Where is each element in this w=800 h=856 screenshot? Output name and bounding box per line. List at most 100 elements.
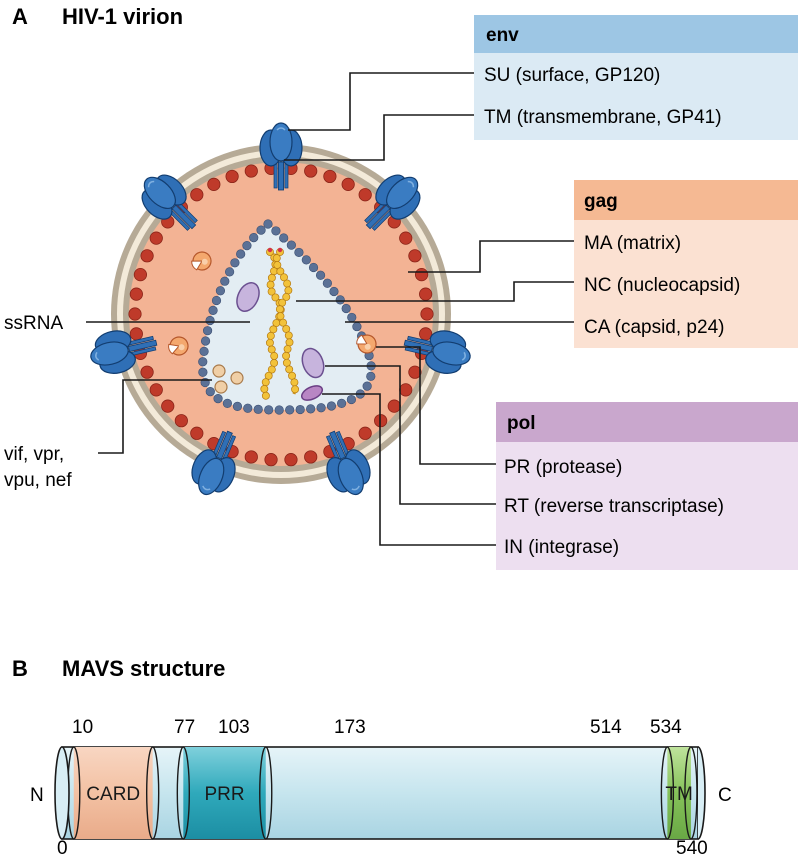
capsid-bead (295, 404, 305, 415)
pol-box: pol PR (protease) RT (reverse transcript… (496, 402, 798, 570)
accessory-proteins (212, 364, 244, 394)
capsid-bead (213, 394, 223, 404)
capsid-bead (337, 398, 347, 408)
rna-nucleotide (261, 391, 270, 400)
rna-nucleotide (265, 338, 274, 347)
matrix-bead (358, 426, 372, 440)
capsid-bead (222, 398, 232, 408)
mavs-c-cap (697, 746, 706, 840)
domain-label-prr: PRR (204, 784, 244, 805)
pol-item-in: IN (integrase) (504, 537, 619, 558)
pol-item-pr: PR (protease) (504, 457, 622, 478)
matrix-bead (244, 450, 258, 464)
matrix-bead (190, 426, 204, 440)
virion (85, 122, 476, 503)
rna-nucleotide (267, 345, 276, 354)
matrix-bead (140, 365, 154, 379)
matrix-bead (420, 307, 434, 321)
panel-b-letter: B (12, 656, 28, 681)
matrix-bead (174, 414, 188, 428)
position-103: 103 (218, 717, 250, 738)
matrix-bead (341, 177, 355, 191)
domain-boundary (684, 746, 698, 840)
reverse-transcriptase-inside-icon (236, 282, 260, 312)
capsid-bead (362, 381, 372, 391)
env-box-header (474, 15, 798, 53)
rna-nucleotide (291, 385, 300, 394)
capsid-bead (200, 336, 211, 346)
rna-nucleotide (282, 293, 291, 301)
matrix-bead (304, 450, 318, 464)
capsid-bead (242, 241, 252, 251)
env-item-tm: TM (transmembrane, GP41) (484, 107, 722, 128)
rna-nucleotide (275, 305, 284, 314)
matrix-bead (149, 383, 163, 397)
capsid-bead (322, 278, 332, 288)
rna-nucleotide (267, 273, 276, 282)
domain-boundary (660, 746, 675, 840)
reverse-transcriptase-icon (301, 347, 325, 379)
matrix-bead (414, 268, 429, 282)
domain-boundary (176, 746, 191, 840)
capsid-bead (205, 386, 215, 397)
rna-nucleotide (284, 331, 293, 340)
matrix-bead (207, 177, 221, 191)
gag-box: gag MA (matrix) NC (nucleocapsid) CA (ca… (574, 180, 798, 348)
capsid-bead (341, 303, 351, 314)
position-77: 77 (174, 717, 195, 738)
capsid-bead (308, 262, 319, 273)
pol-box-header (496, 402, 798, 442)
position-0: 0 (57, 838, 68, 856)
capsid-core (202, 224, 372, 410)
domain-boundary (259, 746, 273, 840)
matrix-bead (129, 287, 143, 301)
pol-item-rt: RT (reverse transcriptase) (504, 496, 724, 517)
capsid-bead (346, 394, 356, 405)
rna-nucleotide (260, 385, 269, 393)
capsid-bead (198, 367, 208, 377)
domain-boundary (145, 746, 160, 840)
leader-in (322, 393, 496, 546)
capsid-bead (249, 233, 259, 243)
matrix-bead (133, 268, 148, 282)
capsid-bead (274, 405, 284, 415)
rna-nucleotide (282, 351, 291, 360)
position-10: 10 (72, 717, 93, 738)
capsid-bead (347, 312, 357, 323)
rna-nucleotide (270, 352, 279, 360)
matrix-bead (408, 249, 422, 263)
rna-nucleotide (271, 293, 280, 302)
capsid-bead (215, 286, 226, 296)
integrase-icon (300, 385, 324, 401)
gag-item-nc: NC (nucleocapsid) (584, 275, 740, 296)
capsid-bead (205, 315, 215, 326)
panel-a-title: HIV-1 virion (62, 4, 183, 29)
rna-nucleotide (270, 358, 279, 367)
leader-ma (408, 240, 574, 273)
capsid-bead (208, 305, 218, 316)
mavs-n-cap (54, 746, 70, 840)
gag-item-ca: CA (capsid, p24) (584, 317, 724, 338)
rna-5prime-cap (277, 247, 283, 253)
rna-nucleotide (264, 371, 273, 380)
gag-header-label: gag (584, 191, 618, 212)
rna-nucleotide (290, 378, 299, 387)
capsid-bead (264, 405, 274, 415)
capsid-protein-ring (198, 219, 376, 415)
domain-label-card: CARD (86, 784, 140, 805)
c-terminus-label: C (718, 785, 732, 806)
rna-nucleotide (266, 280, 275, 289)
capsid-bead (315, 270, 326, 280)
capsid-bead (199, 346, 209, 356)
capsid-bead (232, 401, 243, 412)
rna-nucleotide (267, 365, 276, 374)
capsid-bead (352, 321, 362, 332)
rna-nucleotide (272, 254, 281, 263)
rna-nucleotide (285, 338, 294, 347)
rna-nucleotide (273, 261, 282, 269)
position-514: 514 (590, 717, 622, 738)
rna-nucleotide (288, 371, 296, 380)
capsid-bead (294, 247, 304, 258)
